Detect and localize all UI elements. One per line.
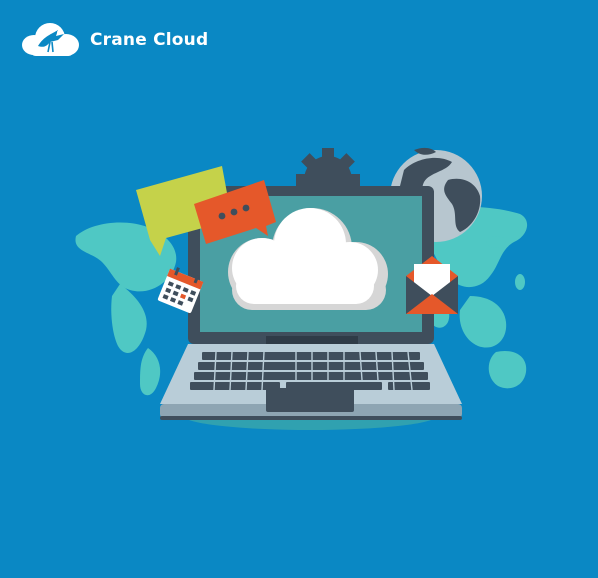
- calendar-icon: [157, 267, 204, 313]
- crane-cloud-logo-icon: [22, 23, 79, 56]
- cloud-icon: [228, 208, 388, 310]
- speech-bubble-icon: [136, 166, 232, 256]
- envelope-icon: [406, 256, 458, 314]
- chat-bubble-icon: [194, 180, 276, 244]
- brand-logo-link[interactable]: Crane Cloud: [20, 22, 208, 58]
- brand-name: Crane Cloud: [90, 30, 209, 50]
